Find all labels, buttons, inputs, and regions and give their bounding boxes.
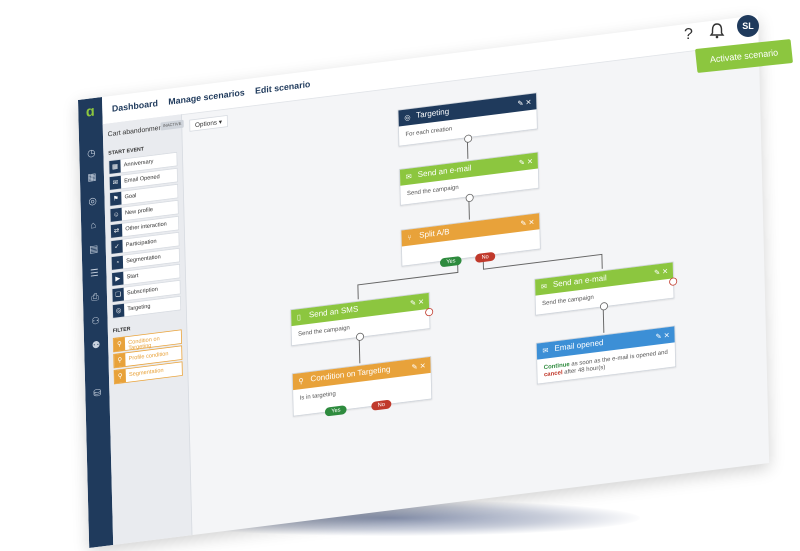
bookmark-icon: ❏ (112, 287, 124, 302)
help-icon[interactable]: ? (684, 26, 693, 43)
node-tools[interactable]: ✎ ✕ (517, 97, 532, 108)
target-icon[interactable]: ◎ (88, 194, 97, 208)
filter-icon: ⚲ (114, 369, 126, 384)
print-icon[interactable]: ⎙ (90, 290, 99, 303)
breadcrumb-dashboard[interactable]: Dashboard (111, 98, 159, 115)
node-tools[interactable]: ✎ ✕ (518, 157, 534, 167)
connector-yes-sms (357, 261, 459, 300)
app-window: ɑ ◷ ▦ ◎ ⌂ ▤ ☰ ⎙ ⚇ ⚉ ⛁ Dashboard Manage s… (78, 15, 770, 548)
envelope-open-icon: ✉ (542, 346, 549, 355)
users-icon[interactable]: ⚉ (91, 338, 101, 352)
node-tools[interactable]: ✎ ✕ (655, 331, 670, 341)
document-icon[interactable]: ▤ (89, 242, 99, 256)
connector-lines (357, 136, 605, 364)
play-icon: ▶ (112, 271, 124, 286)
envelope-icon: ✉ (540, 282, 548, 291)
start-event-heading: START EVENT (108, 146, 145, 157)
interaction-icon: ⇄ (110, 223, 123, 238)
envelope-icon: ✉ (109, 175, 122, 190)
hierarchy-icon[interactable]: ⚇ (91, 314, 100, 328)
breadcrumb-manage-scenarios[interactable]: Manage scenarios (168, 88, 245, 108)
split-icon: ⑂ (407, 233, 412, 242)
node-tools[interactable]: ✎ ✕ (409, 297, 425, 308)
calendar-icon: ▦ (109, 159, 121, 174)
filter-heading: FILTER (112, 326, 131, 334)
segment-icon: ◔ (111, 255, 124, 270)
flag-icon: ⚑ (110, 191, 122, 206)
filter-icon: ⚲ (113, 337, 126, 352)
dashboard-icon[interactable]: ◷ (87, 146, 96, 160)
node-tools[interactable]: ✎ ✕ (653, 267, 669, 277)
target-icon: ◎ (404, 113, 411, 122)
breadcrumb-edit-scenario: Edit scenario (254, 79, 311, 97)
target-icon: ◎ (112, 303, 125, 318)
database-icon[interactable]: ⛁ (93, 386, 102, 400)
element-palette: Cart abandonment INACTIVE START EVENT ▦A… (102, 114, 193, 546)
filter-icon: ⚲ (298, 376, 304, 386)
bell-icon[interactable] (708, 22, 726, 40)
list-icon[interactable]: ☰ (89, 266, 99, 280)
scenario-name: Cart abandonment (107, 122, 165, 138)
avatar[interactable]: SL (737, 15, 759, 37)
brand-logo-icon: ɑ (85, 102, 95, 120)
node-tools[interactable]: ✎ ✕ (411, 361, 426, 372)
home-icon[interactable]: ⌂ (90, 218, 97, 231)
apps-icon[interactable]: ▦ (87, 170, 97, 184)
connector-no-email (482, 253, 603, 270)
envelope-icon: ✉ (405, 172, 412, 181)
node-tools[interactable]: ✎ ✕ (520, 217, 535, 228)
phone-icon: ▯ (296, 312, 301, 322)
workflow-canvas[interactable]: ◎Targeting✎ ✕ For each creation ✉Send an… (181, 42, 769, 535)
user-icon: ☺ (110, 207, 122, 222)
check-icon: ✓ (111, 239, 123, 254)
filter-icon: ⚲ (114, 353, 126, 368)
